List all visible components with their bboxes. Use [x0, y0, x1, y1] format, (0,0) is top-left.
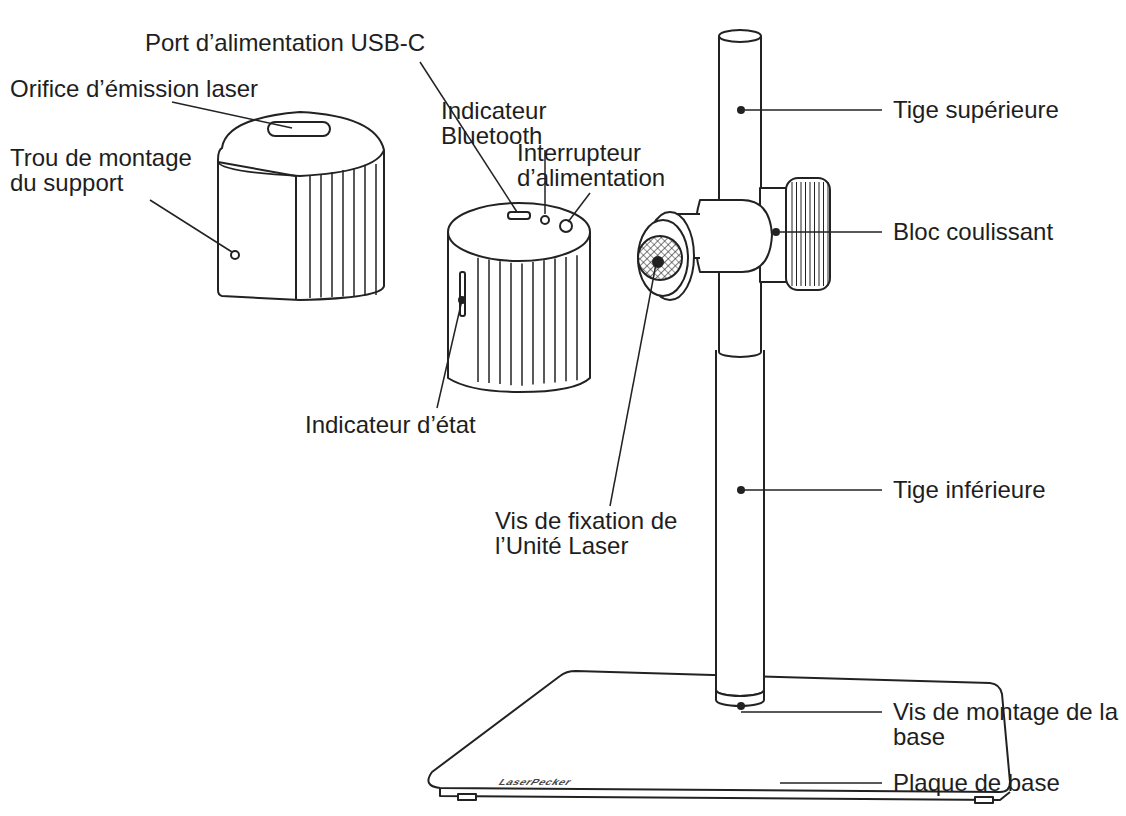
upper-rod	[719, 36, 761, 357]
base-foot	[458, 794, 476, 800]
power-switch	[560, 220, 572, 232]
slider-knob	[786, 178, 830, 290]
rib-stroke	[499, 261, 501, 384]
rib-stroke	[801, 182, 802, 286]
lower-rod	[716, 350, 764, 696]
rib-stroke	[828, 182, 829, 286]
rib-stroke	[364, 166, 366, 296]
part-label: Vis de fixation de l’Unité Laser	[495, 508, 710, 558]
leader-dot	[737, 702, 745, 710]
status-indicator	[460, 272, 465, 316]
part-label: Trou de montage du support	[10, 145, 210, 195]
rib-stroke	[375, 164, 377, 295]
rib-stroke	[565, 257, 567, 381]
rib-stroke	[309, 176, 311, 298]
rib-stroke	[554, 259, 556, 383]
laser-head-face-edge	[218, 162, 296, 300]
part-label: Tige supérieure	[893, 97, 1123, 122]
part-label: Indicateur d’état	[305, 412, 545, 437]
laser-head-body	[218, 112, 384, 300]
part-label: Port d’alimentation USB-C	[145, 30, 485, 55]
part-label: Tige inférieure	[893, 477, 1123, 502]
rib-stroke	[353, 168, 355, 296]
leader-line	[610, 264, 656, 506]
power-unit-top	[448, 203, 590, 261]
laser-fix-mesh	[638, 236, 682, 280]
leader-dot	[458, 296, 466, 304]
rib-stroke	[510, 263, 512, 385]
part-label: Vis de montage de la base	[893, 699, 1123, 749]
rib-stroke	[796, 182, 797, 286]
usb-c-port	[508, 212, 530, 219]
leader-line	[741, 711, 882, 713]
rib-stroke	[342, 170, 344, 297]
rib-stroke	[805, 182, 806, 286]
rib-stroke	[543, 260, 545, 383]
rib-stroke	[819, 182, 820, 286]
leader-line	[780, 782, 882, 784]
leader-line	[172, 102, 292, 128]
base-foot	[975, 797, 993, 803]
upper-rod-top	[719, 30, 761, 42]
rib-stroke	[488, 260, 490, 384]
mount-hole	[231, 251, 239, 259]
laser-head-top-edge	[218, 150, 384, 176]
rib-stroke	[792, 182, 793, 286]
rib-stroke	[814, 182, 815, 286]
part-label: Bloc coulissant	[893, 219, 1123, 244]
bluetooth-indicator	[541, 216, 549, 224]
leader-line	[741, 489, 882, 491]
laser-fix-knob	[638, 220, 688, 296]
rib-stroke	[320, 174, 322, 298]
leader-dot	[737, 486, 745, 494]
part-label: Interrupteur d’alimentation	[517, 140, 692, 190]
leader-line	[745, 109, 882, 111]
rib-stroke	[477, 258, 479, 382]
laser-fix-screw	[653, 257, 663, 267]
rib-stroke	[532, 262, 534, 385]
leader-line	[568, 193, 590, 222]
rib-stroke	[521, 264, 523, 386]
rib-stroke	[331, 172, 333, 297]
leader-dot	[772, 228, 780, 236]
leader-dot	[737, 106, 745, 114]
rib-stroke	[576, 255, 578, 380]
rib-stroke	[810, 182, 811, 286]
leader-line	[437, 300, 462, 408]
rib-stroke	[823, 182, 824, 286]
part-label: Plaque de base	[893, 770, 1123, 795]
slider-ring	[695, 200, 772, 272]
part-label: Orifice d’émission laser	[10, 76, 310, 101]
brand-logo: LaserPecker	[497, 777, 575, 787]
leader-line	[150, 200, 232, 252]
leader-line	[780, 231, 882, 233]
